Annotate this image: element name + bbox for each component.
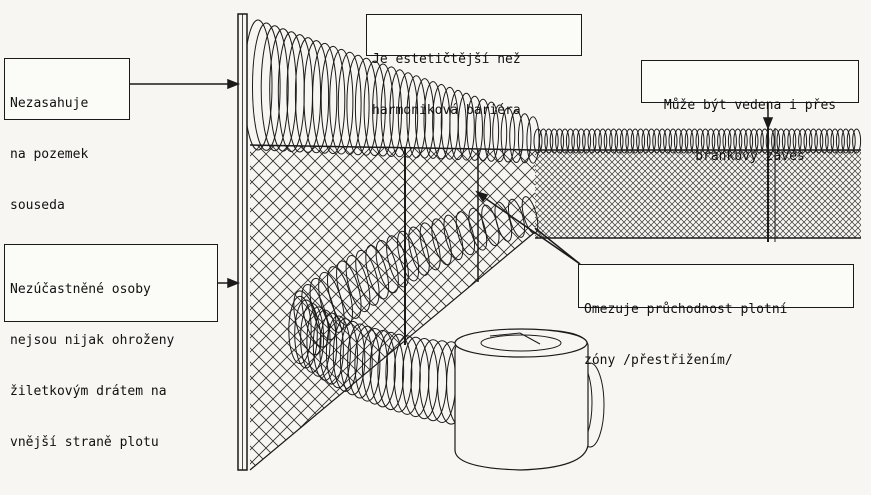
label-aesthetic-line2: harmoniková bariéra <box>372 103 521 118</box>
rolled-wire-coil <box>454 328 589 471</box>
near-fence-mesh <box>249 144 536 471</box>
label-neighbor-line2: na pozemek <box>10 147 89 162</box>
label-gate-line1: Může být vedena i přes <box>663 98 837 113</box>
label-passage-line1: Omezuje průchodnost plotní <box>584 302 788 317</box>
label-gate-line2: brankový závěs <box>695 149 805 164</box>
label-bystanders-line4: vnější straně plotu <box>10 435 159 450</box>
arrow-passage <box>475 190 581 265</box>
label-bystanders-line3: žiletkovým drátem na <box>10 384 167 399</box>
label-passage-line2: zóny /přestřižením/ <box>584 353 733 368</box>
main-fence-post <box>237 13 248 471</box>
label-passage: Omezuje průchodnost plotní zóny /přestři… <box>578 264 854 368</box>
label-bystanders-line1: Nezúčastněné osoby <box>10 282 151 297</box>
far-razor-wire-coil <box>533 128 862 154</box>
label-neighbor-line1: Nezasahuje <box>10 96 89 111</box>
arrow-bystanders <box>218 277 241 289</box>
label-bystanders: Nezúčastněné osoby nejsou nijak ohroženy… <box>4 244 218 450</box>
label-aesthetic-line1: Je estetičtější než <box>372 52 521 67</box>
label-gate: Může být vedena i přes brankový závěs <box>641 60 859 164</box>
near-razor-wire-coil <box>243 19 540 164</box>
label-neighbor: Nezasahuje na pozemek souseda <box>4 58 130 213</box>
label-neighbor-line3: souseda <box>10 198 65 213</box>
arrow-gate <box>762 103 774 131</box>
arrow-neighbor <box>130 78 241 90</box>
label-aesthetic: Je estetičtější než harmoniková bariéra <box>366 14 582 118</box>
label-bystanders-line2: nejsou nijak ohroženy <box>10 333 175 348</box>
